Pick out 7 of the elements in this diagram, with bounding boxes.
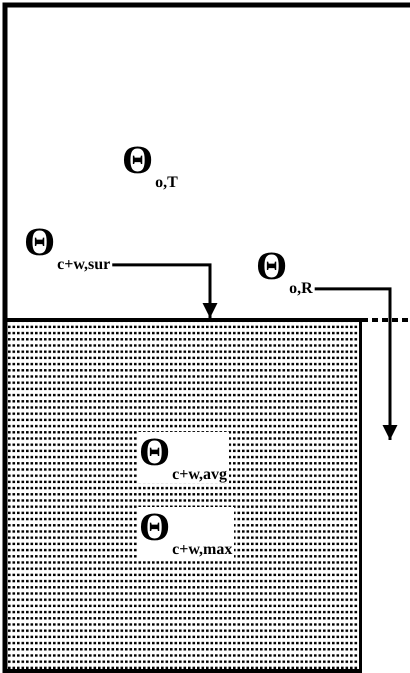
- leader-line: [112, 263, 218, 318]
- symbol-label: Θ$_{o,R}$: [256, 246, 348, 298]
- symbol-label: Θ$_{o,T}$: [122, 140, 178, 192]
- symbol-label: Θ$_{c+w,max}$: [137, 507, 234, 558]
- symbol-label: Θ$_{c+w,sur}$: [24, 222, 174, 274]
- symbol-label: Θ$_{c+w,avg}$: [137, 432, 230, 484]
- leader-line: [314, 287, 398, 440]
